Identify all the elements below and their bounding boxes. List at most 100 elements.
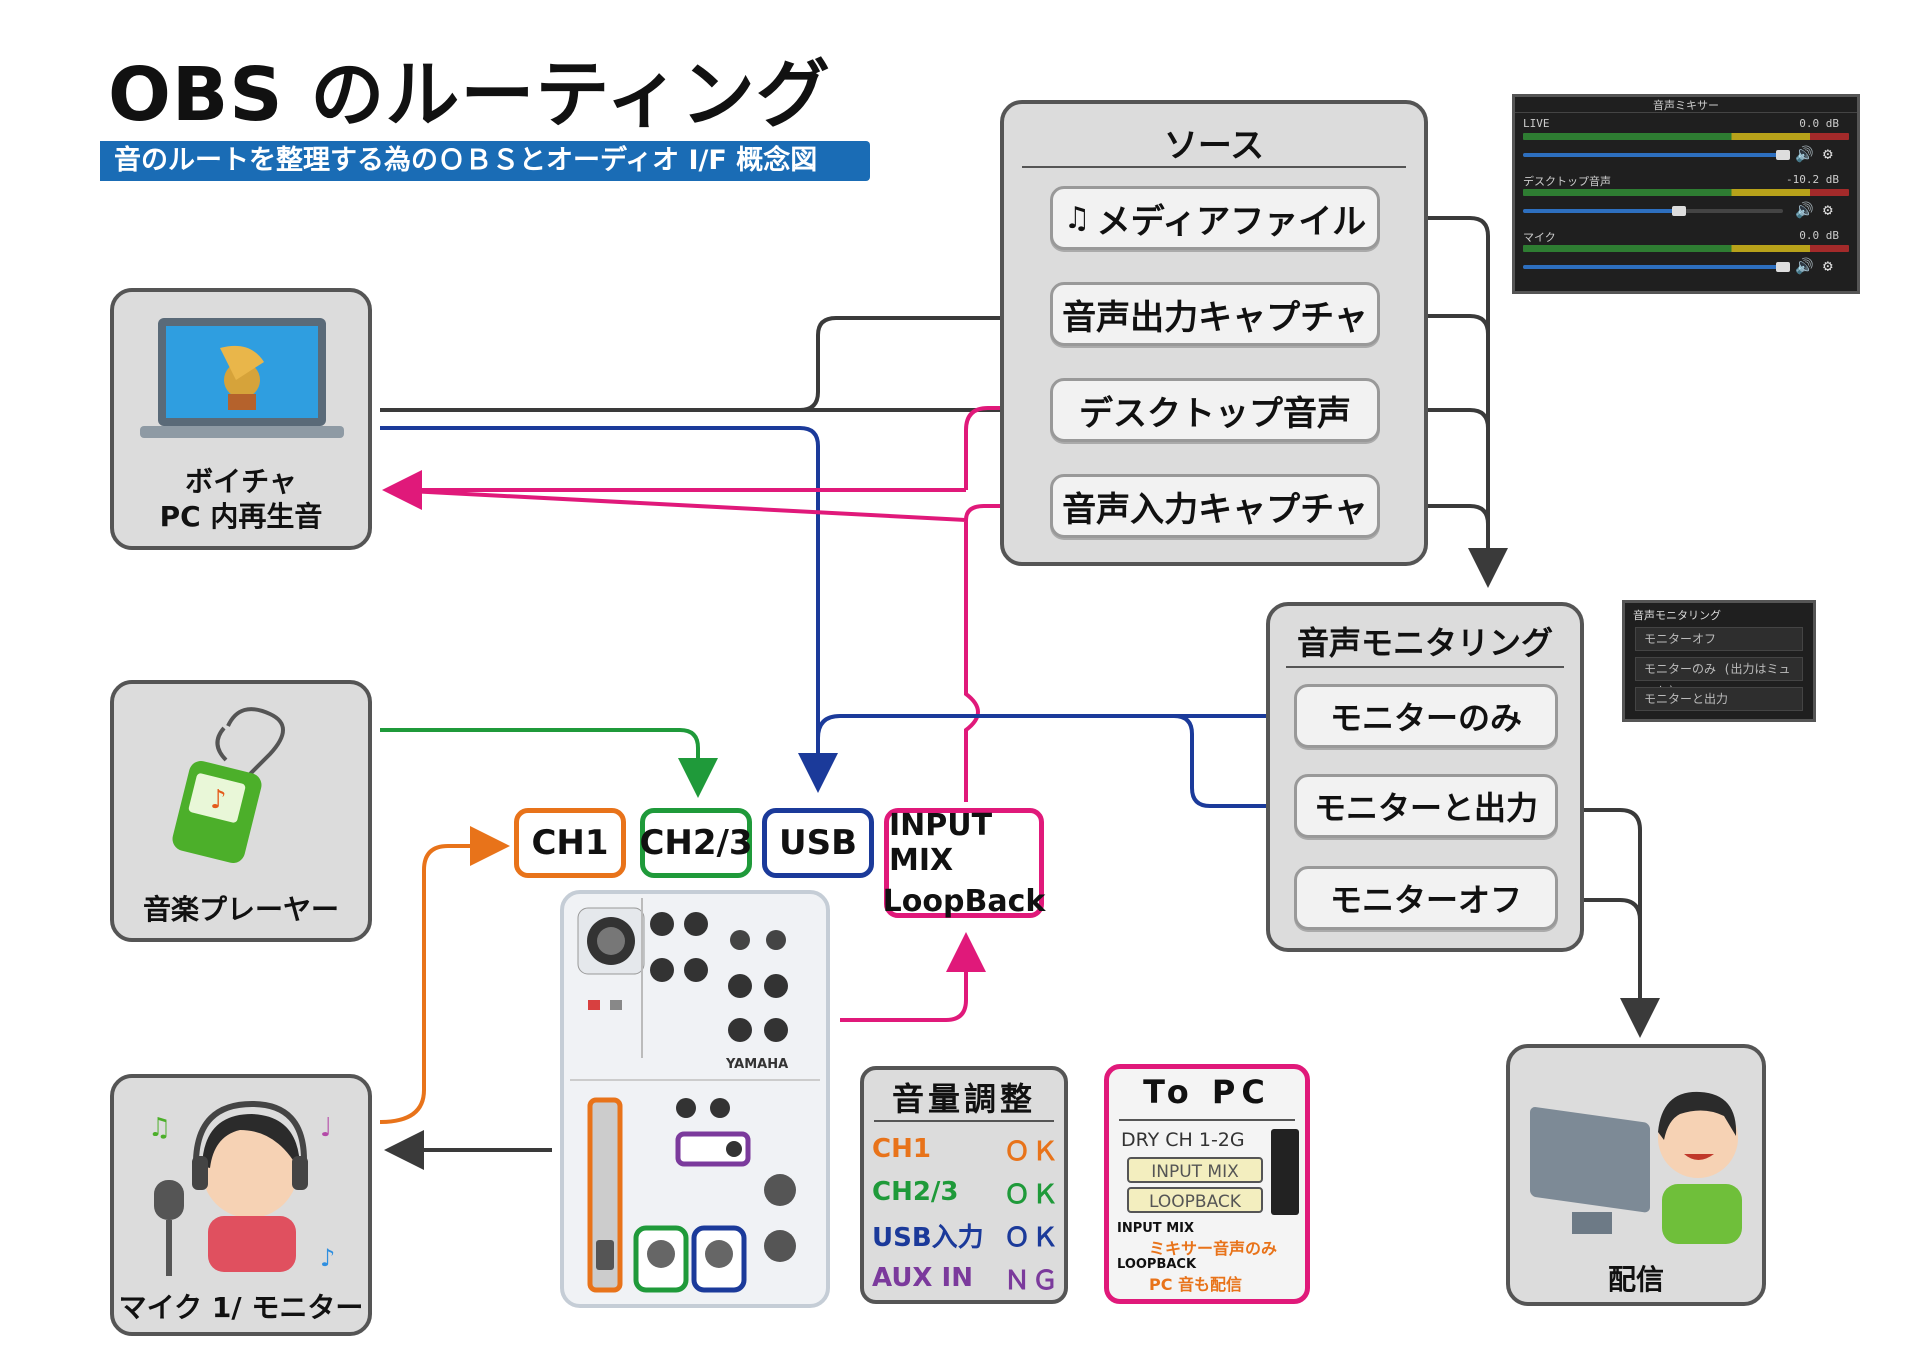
- volume-row-label: CH1: [872, 1134, 931, 1164]
- line-mic-to-ch1: [379, 826, 510, 1124]
- obs-level-meter: [1523, 189, 1849, 196]
- gear-icon[interactable]: ⚙: [1823, 256, 1833, 275]
- source-desktop-audio[interactable]: デスクトップ音声: [1050, 378, 1380, 442]
- to-pc-switch[interactable]: [1271, 1129, 1299, 1215]
- switch-loopback-label: LOOPBACK: [1127, 1187, 1263, 1213]
- obs-channel-db: -10.2 dB: [1786, 173, 1839, 186]
- ch23-port: CH2/3: [639, 808, 753, 878]
- monitoring-divider: [1286, 666, 1564, 668]
- to-pc-box: To PC DRY CH 1-2G INPUT MIX LOOPBACK INP…: [1104, 1064, 1310, 1304]
- source-divider: [1022, 166, 1406, 168]
- svg-text:♫: ♫: [148, 1113, 171, 1143]
- obs-volume-slider[interactable]: [1523, 262, 1790, 272]
- monitor-and-output-option[interactable]: モニターと出力: [1294, 774, 1558, 838]
- page-subtitle: 音のルートを整理する為のＯＢＳとオーディオ I/F 概念図: [100, 141, 870, 181]
- speaker-icon[interactable]: 🔊: [1795, 145, 1814, 163]
- obs-channel-name: LIVE: [1523, 117, 1550, 130]
- obs-monitoring-panel: 音声モニタリング モニターオフ モニターのみ (出力はミュート) モニターと出力: [1622, 600, 1816, 722]
- note-inputmix-val: ミキサー音声のみ: [1149, 1239, 1278, 1258]
- obs-volume-knob[interactable]: [1776, 150, 1790, 160]
- obs-mixer-channel: LIVE 0.0 dB 🔊 ⚙: [1523, 117, 1849, 169]
- obs-mixer-channel: デスクトップ音声 -10.2 dB 🔊 ⚙: [1523, 173, 1849, 225]
- audio-interface-mixer: YAMAHA: [560, 890, 830, 1308]
- obs-monitor-option-1[interactable]: モニターオフ: [1635, 627, 1803, 651]
- volume-row-label: CH2/3: [872, 1177, 959, 1207]
- obs-level-meter: [1523, 133, 1849, 140]
- speaker-icon[interactable]: 🔊: [1795, 201, 1814, 219]
- source-audio-output-capture[interactable]: 音声出力キャプチャ: [1050, 282, 1380, 346]
- speaker-icon[interactable]: 🔊: [1795, 257, 1814, 275]
- line-sources-to-monitoring: [1390, 216, 1508, 588]
- obs-level-meter: [1523, 245, 1849, 252]
- volume-title: 音量調整: [891, 1080, 1036, 1118]
- svg-text:YAMAHA: YAMAHA: [725, 1057, 788, 1072]
- line-pc-to-usb: [380, 426, 838, 793]
- music-player-label: 音楽プレーヤー: [142, 893, 339, 926]
- gramophone-icon: ♫: [1063, 200, 1091, 236]
- svg-text:♪: ♪: [320, 1244, 335, 1272]
- obs-channel-db: 0.0 dB: [1799, 229, 1839, 242]
- obs-monitor-title: 音声モニタリング: [1633, 609, 1721, 622]
- switch-inputmix-label: INPUT MIX: [1127, 1157, 1263, 1183]
- streamer-at-monitor-icon: [1530, 1091, 1742, 1244]
- obs-monitor-option-2[interactable]: モニターのみ (出力はミュート): [1635, 657, 1803, 698]
- page-title: OBS のルーティング: [108, 52, 831, 138]
- mic-monitor-node: ♫ ♩ ♪ マイク 1/ モニター: [110, 1074, 372, 1336]
- svg-text:♪: ♪: [210, 785, 227, 815]
- obs-volume-fill: [1523, 209, 1679, 213]
- music-player-node: ♪ 音楽プレーヤー: [110, 680, 372, 942]
- line-mixer-to-inputmix: [840, 932, 986, 1022]
- obs-channel-name: デスクトップ音声: [1523, 175, 1611, 188]
- line-monitor-to-stream: [1576, 808, 1660, 1038]
- note-loopback-key: LOOPBACK: [1117, 1257, 1197, 1272]
- to-pc-divider: [1119, 1119, 1295, 1121]
- volume-row-label: AUX IN: [872, 1263, 973, 1293]
- volume-row-status: ＮＧ: [1003, 1265, 1060, 1296]
- source-header: ソース: [1163, 126, 1265, 166]
- svg-text:♩: ♩: [320, 1113, 332, 1143]
- line-loopback-to-pc: [389, 488, 980, 802]
- pc-label: ボイチャ PC 内再生音: [159, 465, 323, 533]
- line-music-to-ch23: [380, 728, 718, 798]
- obs-volume-knob[interactable]: [1672, 206, 1686, 216]
- ch1-port: CH1: [514, 808, 626, 878]
- obs-volume-slider[interactable]: [1523, 206, 1783, 216]
- stream-node: 配信: [1506, 1044, 1766, 1306]
- singer-with-headphones-icon: ♫ ♩ ♪: [148, 1100, 335, 1276]
- inputmix-loopback-port: INPUT MIX LoopBack: [882, 808, 1046, 919]
- note-loopback-val: PC 音も配信: [1149, 1275, 1243, 1294]
- line-pink-to-desktop: [964, 388, 1048, 490]
- monitoring-header: 音声モニタリング: [1296, 624, 1553, 662]
- monitor-only-option[interactable]: モニターのみ: [1294, 684, 1558, 748]
- laptop-icon: [140, 318, 344, 438]
- line-pc-to-audio-out-capture: [380, 298, 1048, 412]
- line-monitor-to-usb: [816, 714, 1290, 739]
- gear-icon[interactable]: ⚙: [1823, 200, 1833, 219]
- obs-volume-fill: [1523, 265, 1783, 269]
- source-audio-input-capture[interactable]: 音声入力キャプチャ: [1050, 474, 1380, 538]
- loopback-label: LoopBack: [882, 883, 1046, 919]
- obs-volume-knob[interactable]: [1776, 262, 1790, 272]
- music-player-icon: ♪: [172, 707, 285, 864]
- to-pc-title: To PC: [1143, 1073, 1271, 1111]
- obs-mixer-title: 音声ミキサー: [1515, 97, 1857, 113]
- gear-icon[interactable]: ⚙: [1823, 144, 1833, 163]
- obs-monitor-option-3[interactable]: モニターと出力: [1635, 687, 1803, 711]
- volume-row: AUX IN ＮＧ: [872, 1257, 1060, 1299]
- monitor-off-option[interactable]: モニターオフ: [1294, 866, 1558, 930]
- obs-channel-db: 0.0 dB: [1799, 117, 1839, 130]
- source-media-file[interactable]: ♫ メディアファイル: [1050, 186, 1380, 250]
- switch-dry-label: DRY CH 1-2G: [1121, 1129, 1245, 1151]
- note-inputmix-key: INPUT MIX: [1117, 1221, 1194, 1236]
- volume-row-status: ＯＫ: [1003, 1222, 1060, 1253]
- obs-volume-slider[interactable]: [1523, 150, 1790, 160]
- stream-label: 配信: [1607, 1263, 1664, 1296]
- obs-volume-fill: [1523, 153, 1783, 157]
